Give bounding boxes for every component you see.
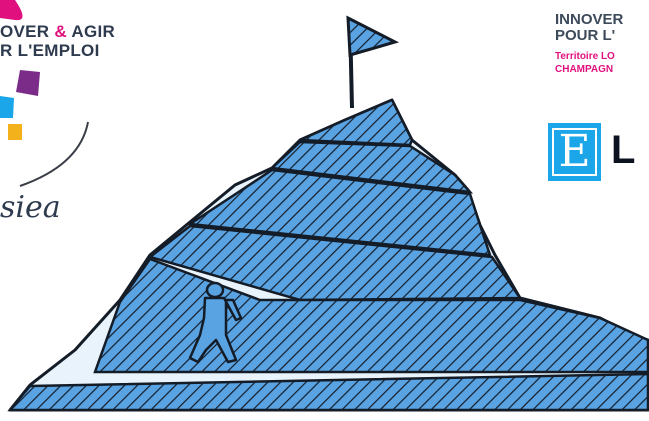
spiral-band-top [300,100,412,145]
flag-icon [348,18,395,108]
